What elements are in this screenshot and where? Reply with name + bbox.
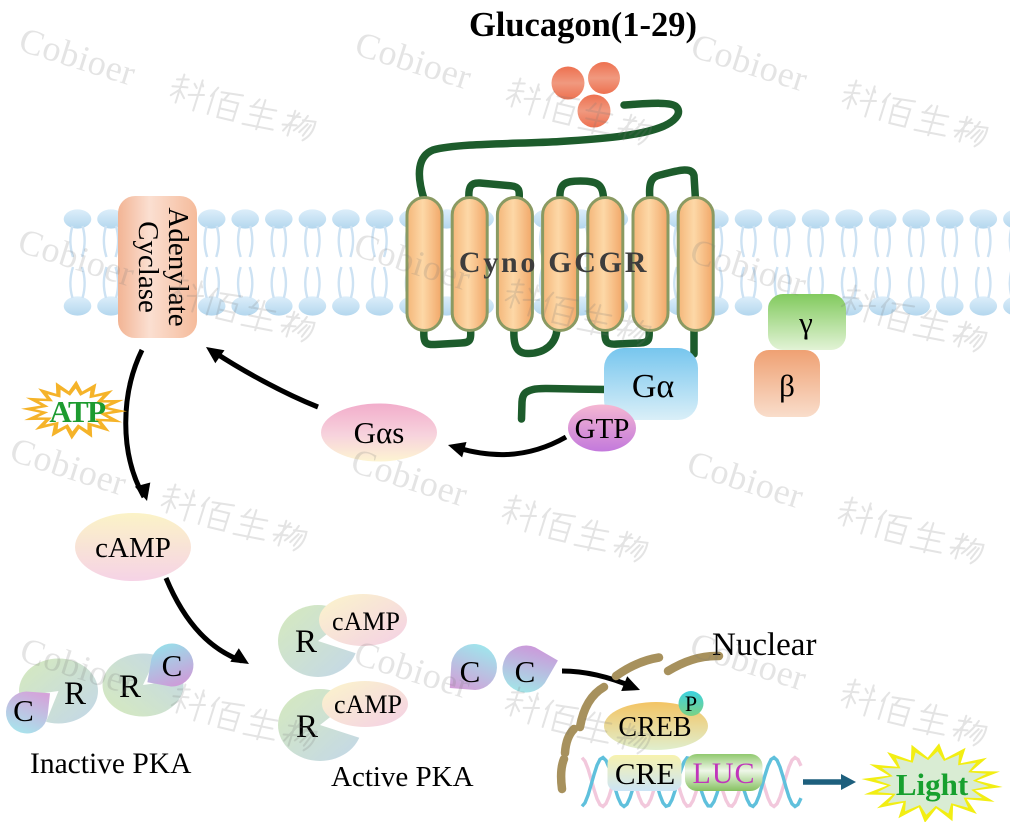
svg-text:Active PKA: Active PKA [331, 761, 474, 793]
svg-text:R: R [296, 709, 318, 745]
svg-text:β: β [779, 368, 795, 403]
svg-text:cAMP: cAMP [95, 532, 171, 564]
svg-text:cAMP: cAMP [334, 690, 402, 719]
svg-text:Gαs: Gαs [354, 415, 405, 450]
svg-text:C: C [515, 654, 536, 689]
svg-text:Adenylate: Adenylate [162, 207, 194, 326]
svg-text:CREB: CREB [618, 712, 691, 743]
svg-text:Nuclear: Nuclear [712, 627, 816, 663]
svg-text:R: R [295, 624, 317, 660]
svg-text:ATP: ATP [49, 394, 106, 429]
svg-text:C: C [13, 693, 34, 728]
svg-text:LUC: LUC [693, 757, 756, 790]
svg-text:R: R [119, 669, 141, 705]
svg-text:R: R [64, 676, 86, 712]
svg-text:Light: Light [896, 767, 969, 802]
svg-text:Glucagon(1-29): Glucagon(1-29) [469, 6, 697, 44]
svg-text:Cyno GCGR: Cyno GCGR [459, 246, 649, 279]
svg-text:GTP: GTP [575, 413, 630, 445]
svg-text:γ: γ [798, 305, 813, 340]
svg-text:Cyclase: Cyclase [132, 221, 164, 313]
svg-text:C: C [162, 648, 183, 683]
svg-text:cAMP: cAMP [332, 607, 400, 636]
svg-text:C: C [460, 654, 481, 689]
svg-text:CRE: CRE [615, 756, 675, 791]
svg-text:Inactive PKA: Inactive PKA [30, 748, 192, 780]
svg-text:Gα: Gα [632, 368, 675, 405]
